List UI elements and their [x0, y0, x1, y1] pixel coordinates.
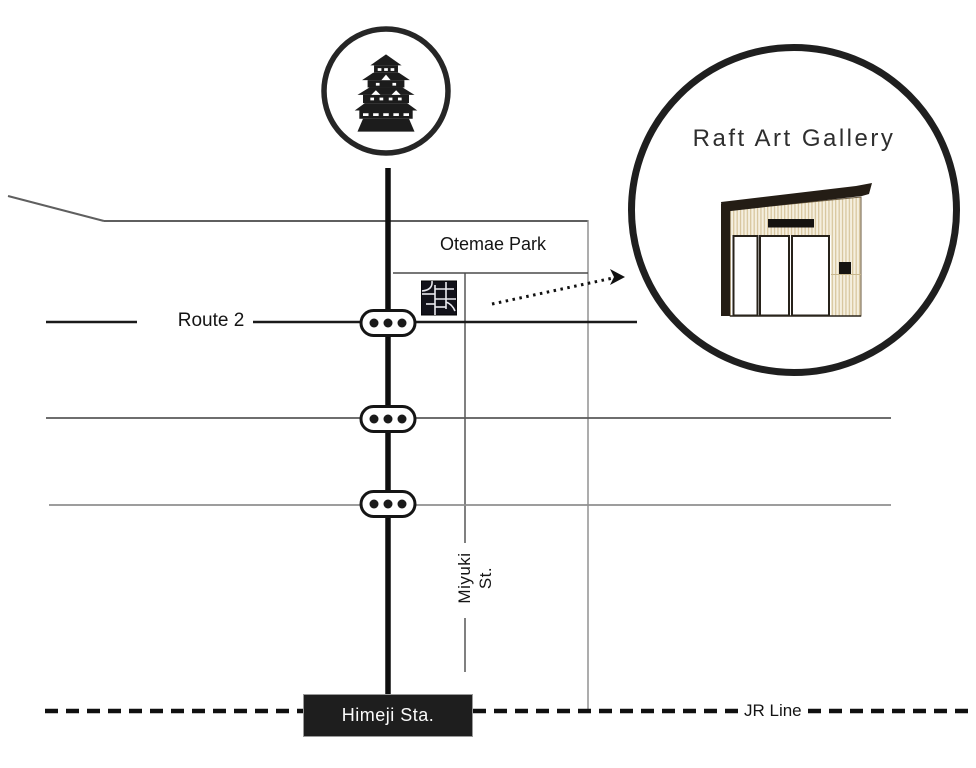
traffic-signal-icon	[359, 490, 417, 518]
storefront-window-small	[839, 262, 851, 274]
traffic-signal-icon	[359, 309, 417, 337]
traffic-signal-icon	[359, 405, 417, 433]
door-right	[791, 235, 830, 317]
storefront-left-beam	[721, 204, 730, 316]
dotted-arrow-icon	[491, 269, 625, 306]
miyuki-street-label-line2: St.	[476, 566, 495, 590]
door-left	[732, 235, 759, 317]
storefront-sign	[768, 219, 814, 228]
storefront-roof	[721, 183, 872, 212]
jr-line-label: JR Line	[741, 701, 805, 721]
himeji-station-label: Himeji Sta.	[341, 705, 435, 725]
gallery-callout-circle: Raft Art Gallery	[628, 44, 960, 376]
miyuki-street-label: Miyuki St.	[454, 548, 496, 608]
route2-label: Route 2	[177, 310, 245, 331]
himeji-castle-badge	[321, 26, 451, 156]
gallery-name: Raft Art Gallery	[692, 125, 896, 152]
storefront-doors	[732, 235, 830, 317]
gallery-storefront-icon	[721, 183, 872, 317]
otemae-park-label: Otemae Park	[439, 234, 547, 254]
road-diagonal-northwest	[7, 195, 105, 222]
himeji-station-box: Himeji Sta.	[303, 694, 473, 737]
himeji-castle-icon	[354, 54, 418, 132]
miyuki-street-label-line1: Miyuki	[455, 552, 474, 604]
door-middle	[759, 235, 790, 317]
gallery-marker-icon	[421, 280, 457, 316]
